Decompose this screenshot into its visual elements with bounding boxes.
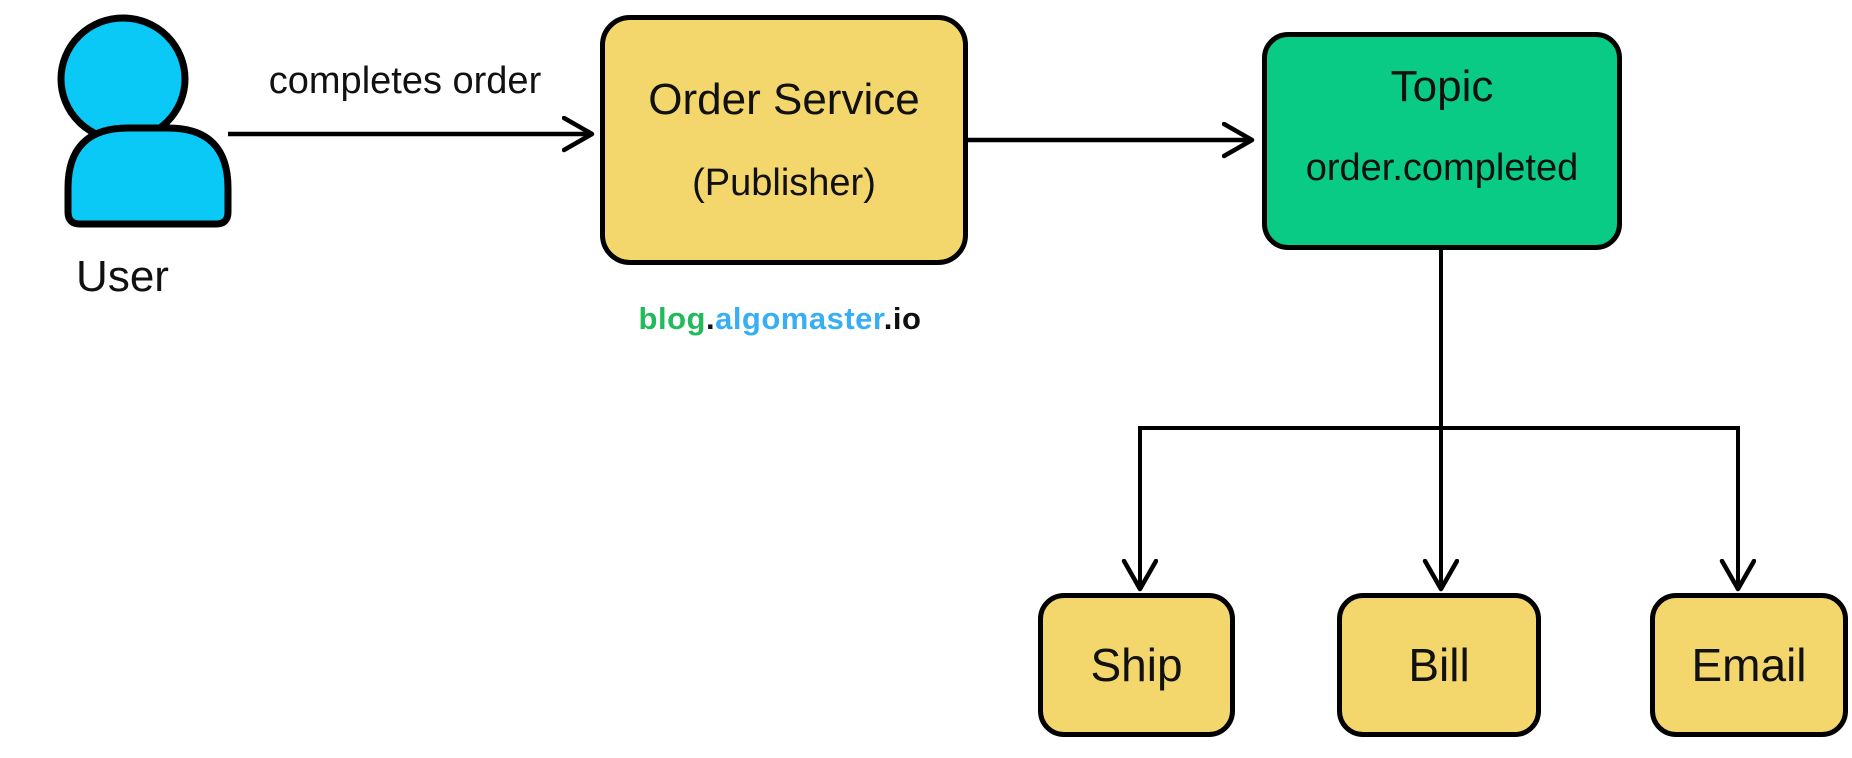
bill-label: Bill	[1408, 639, 1470, 691]
topic-subtitle: order.completed	[1305, 147, 1579, 189]
watermark-dot: .	[705, 301, 716, 336]
watermark-dotio: .io	[883, 301, 922, 336]
watermark-blog: blog	[638, 301, 706, 336]
node-subscriber-email: Email	[1650, 593, 1848, 737]
order-service-subtitle: (Publisher)	[692, 162, 876, 204]
user-icon	[57, 14, 232, 228]
user-label: User	[76, 252, 169, 301]
node-subscriber-ship: Ship	[1038, 593, 1235, 737]
user-torso	[64, 124, 232, 228]
email-label: Email	[1691, 639, 1807, 691]
node-order-service: Order Service (Publisher)	[600, 15, 968, 265]
watermark-algomaster: algomaster	[715, 301, 884, 336]
node-topic: Topic order.completed	[1262, 32, 1622, 250]
ship-label: Ship	[1090, 639, 1183, 691]
node-subscriber-bill: Bill	[1337, 593, 1541, 737]
watermark: blog.algomaster.io	[580, 301, 980, 337]
edge-label-completes-order: completes order	[268, 60, 542, 102]
topic-title: Topic	[1390, 62, 1494, 111]
order-service-title: Order Service	[648, 75, 920, 124]
user-head	[57, 14, 189, 144]
